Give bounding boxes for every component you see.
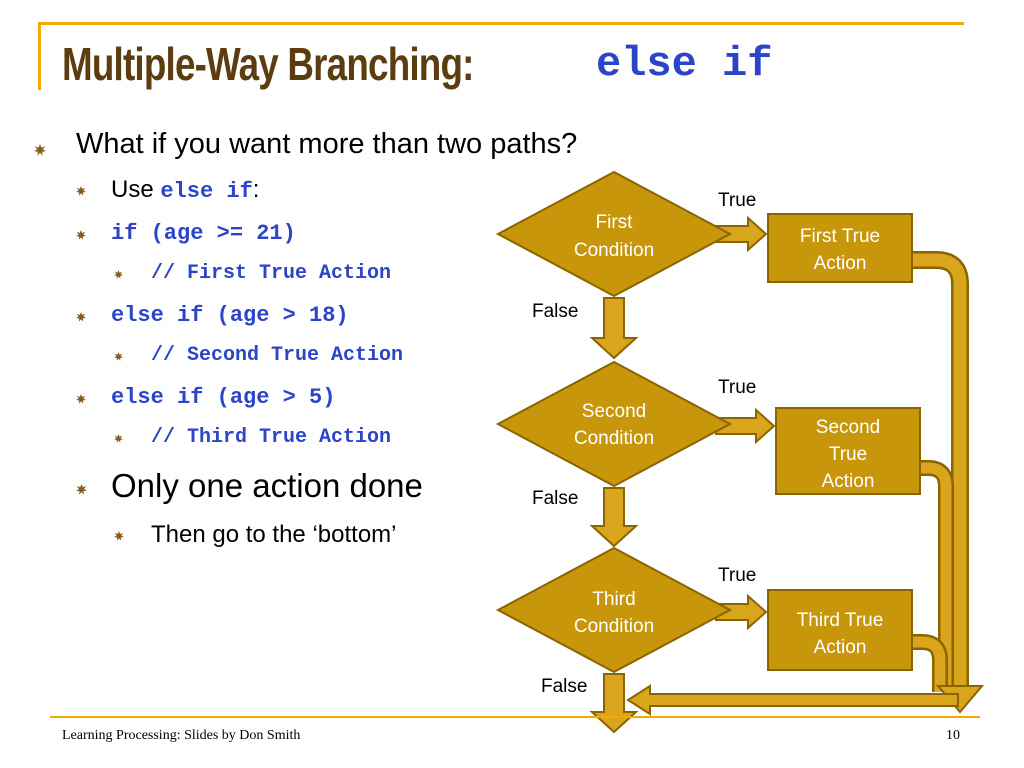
true-arrow-3 bbox=[715, 593, 768, 631]
third-condition-diamond bbox=[495, 546, 733, 674]
first-action-line2: Action bbox=[814, 253, 867, 274]
slide-title: Multiple-Way Branching: else if bbox=[62, 32, 772, 96]
first-condition-diamond bbox=[495, 170, 733, 298]
second-condition-line1: Second bbox=[582, 401, 646, 422]
false-arrow-2 bbox=[589, 487, 639, 548]
footer-divider bbox=[50, 716, 980, 718]
bullet-then-go: Then go to the ‘bottom’ bbox=[151, 521, 397, 548]
bullet-more-paths: What if you want more than two paths? bbox=[76, 128, 578, 160]
third-action-line2: Action bbox=[814, 637, 867, 658]
true-arrow-1 bbox=[715, 215, 768, 253]
code-third-action: // Third True Action bbox=[151, 426, 392, 449]
footer-credit: Learning Processing: Slides by Don Smith bbox=[62, 728, 301, 743]
bullet-only-one: Only one action done bbox=[111, 467, 423, 504]
third-action-box bbox=[767, 589, 913, 671]
third-condition-line2: Condition bbox=[574, 616, 654, 637]
bottom-return-arrow bbox=[626, 684, 959, 716]
code-first-action: // First True Action bbox=[151, 262, 392, 285]
false-label-1: False bbox=[532, 301, 578, 322]
code-elseif-5: else if (age > 5) bbox=[111, 385, 336, 410]
second-action-line3: Action bbox=[822, 471, 875, 492]
first-action-line1: First True bbox=[800, 226, 880, 247]
true-arrow-2 bbox=[715, 407, 776, 445]
second-condition-diamond bbox=[495, 360, 733, 488]
title-text: Multiple-Way Branching: bbox=[62, 38, 474, 90]
second-action-line2: True bbox=[829, 444, 867, 465]
false-arrow-3 bbox=[589, 673, 639, 734]
title-code: else if bbox=[596, 40, 773, 88]
true-label-2: True bbox=[718, 377, 756, 398]
title-frame-top bbox=[38, 22, 964, 25]
second-action-line1: Second bbox=[816, 417, 880, 438]
page-number: 10 bbox=[946, 728, 960, 743]
use-prefix: Use bbox=[111, 176, 161, 203]
second-action-box bbox=[775, 407, 921, 495]
code-if-line: if (age >= 21) bbox=[111, 221, 296, 246]
true-label-1: True bbox=[718, 190, 756, 211]
return-pipe-second bbox=[920, 460, 954, 692]
use-suffix: : bbox=[252, 176, 260, 203]
return-pipe-third bbox=[912, 634, 948, 692]
return-pipe-first bbox=[912, 251, 969, 690]
first-condition-line1: First bbox=[596, 212, 634, 233]
title-frame-left bbox=[38, 22, 41, 90]
third-condition-line1: Third bbox=[592, 589, 635, 610]
false-label-2: False bbox=[532, 488, 578, 509]
second-condition-line2: Condition bbox=[574, 428, 654, 449]
code-elseif-18: else if (age > 18) bbox=[111, 303, 349, 328]
true-label-3: True bbox=[718, 565, 756, 586]
bullet-use-else-if: Use else if: bbox=[111, 176, 259, 204]
code-second-action: // Second True Action bbox=[151, 344, 404, 367]
first-condition-line2: Condition bbox=[574, 240, 654, 261]
false-arrow-1 bbox=[589, 297, 639, 360]
first-action-box bbox=[767, 213, 913, 283]
false-label-3: False bbox=[541, 676, 587, 697]
third-action-line1: Third True bbox=[797, 610, 884, 631]
use-code: else if bbox=[160, 179, 253, 204]
